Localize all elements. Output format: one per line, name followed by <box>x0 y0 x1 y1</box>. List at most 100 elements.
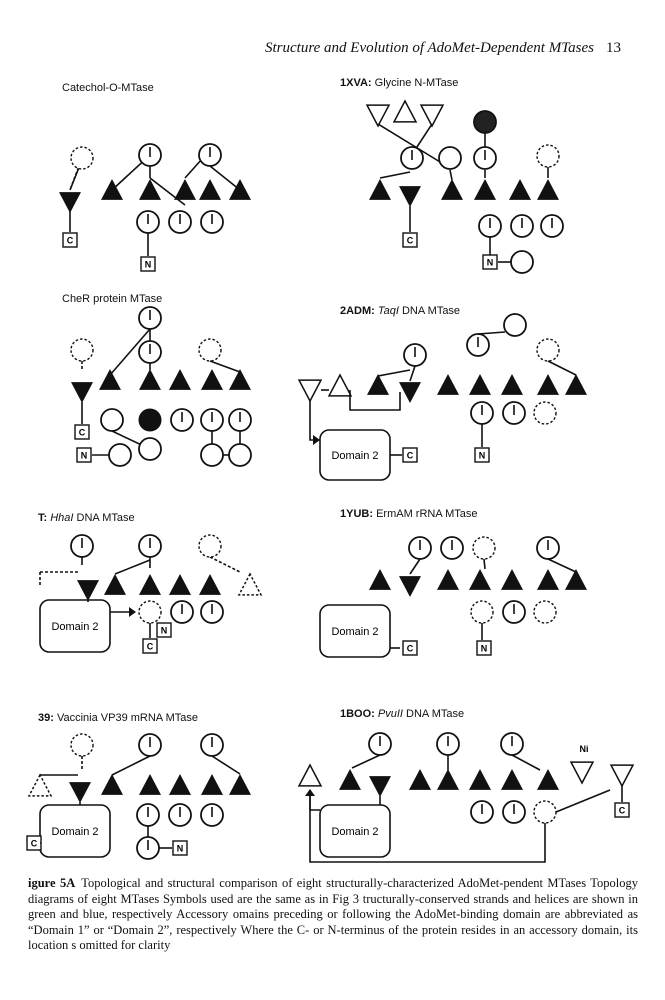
strand-up-triangle <box>169 369 191 390</box>
helix-circle <box>70 733 94 757</box>
terminus-label: C <box>407 451 414 461</box>
helix-circle <box>138 600 162 624</box>
strand-down-triangle <box>59 192 81 213</box>
strand-up-triangle <box>537 179 559 200</box>
strand-up-triangle <box>537 374 559 395</box>
strand-up-triangle <box>537 569 559 590</box>
strand-up-triangle <box>139 574 161 595</box>
panel-title-cher: CheR protein MTase <box>62 293 163 305</box>
connector-line <box>547 558 577 573</box>
strand-up-triangle <box>501 769 523 790</box>
helix-circle <box>503 313 527 337</box>
strand-up-triangle <box>139 179 161 200</box>
accessory-domain-box <box>39 804 111 858</box>
terminus-label: N <box>161 626 168 636</box>
strand-up-triangle <box>229 179 251 200</box>
panel-title-catechol: Catechol-O-MTase <box>62 82 154 94</box>
strand-up-triangle <box>501 569 523 590</box>
connector-line <box>209 556 241 573</box>
strand-up-triangle <box>469 569 491 590</box>
terminus-label: C <box>619 806 626 816</box>
connector-line <box>547 360 577 376</box>
helix-circle <box>472 536 496 560</box>
domain-label: Domain 2 <box>51 826 98 838</box>
helix-circle <box>228 443 252 467</box>
terminus-box <box>62 232 78 248</box>
strand-up-triangle <box>169 574 191 595</box>
strand-up-triangle <box>139 369 161 390</box>
connector-line <box>111 755 151 776</box>
strand-down-triangle <box>365 104 391 128</box>
strand-up-triangle <box>441 179 463 200</box>
helix-circle <box>438 146 462 170</box>
connector-line <box>377 123 446 166</box>
helix-circle <box>536 144 560 168</box>
helix-circle <box>138 408 162 432</box>
accessory-domain-box <box>319 604 391 658</box>
terminus-label: N <box>479 451 486 461</box>
strand-down-triangle <box>369 776 391 797</box>
strand-up-triangle <box>369 179 391 200</box>
connector-line <box>409 365 416 382</box>
helix-circle <box>108 443 132 467</box>
strand-down-triangle <box>399 186 421 207</box>
strand-up-triangle <box>229 369 251 390</box>
helix-circle <box>100 408 124 432</box>
strand-down-triangle <box>399 576 421 597</box>
helix-circle <box>470 600 494 624</box>
connector-line <box>209 165 241 191</box>
terminus-label: C <box>67 236 74 246</box>
terminus-box <box>402 447 418 463</box>
panel-title-1xva: 1XVA: Glycine N-MTase <box>340 77 459 89</box>
strand-up-triangle <box>199 179 221 200</box>
strand-down-triangle <box>569 761 595 785</box>
terminus-box <box>482 254 498 270</box>
ni-label: Ni <box>580 744 589 754</box>
terminus-box <box>614 802 630 818</box>
strand-down-triangle <box>77 580 99 601</box>
accessory-domain-box <box>319 804 391 858</box>
strand-up-triangle <box>327 373 353 397</box>
connector-line <box>211 755 241 775</box>
strand-up-triangle <box>509 179 531 200</box>
terminus-label: C <box>407 644 414 654</box>
helix-circle <box>70 338 94 362</box>
connector-line <box>477 331 506 335</box>
helix-circle <box>533 800 557 824</box>
connector-line <box>209 360 241 373</box>
domain-label: Domain 2 <box>331 826 378 838</box>
terminus-label: N <box>81 451 88 461</box>
strand-up-triangle <box>101 774 123 795</box>
terminus-box <box>402 232 418 248</box>
terminus-box <box>474 447 490 463</box>
connector-line <box>511 754 541 771</box>
helix-circle <box>138 437 162 461</box>
terminus-box <box>172 840 188 856</box>
connector-line <box>377 369 411 377</box>
connector-line <box>109 328 151 376</box>
connector-line <box>409 558 421 575</box>
domain-label: Domain 2 <box>331 626 378 638</box>
terminus-label: C <box>407 236 414 246</box>
strand-down-triangle <box>69 782 91 803</box>
panel-title-2adm: 2ADM: TaqI DNA MTase <box>340 305 461 317</box>
strand-up-triangle <box>392 99 418 123</box>
terminus-box <box>476 640 492 656</box>
connector-line <box>309 790 546 863</box>
strand-up-triangle <box>229 774 251 795</box>
strand-down-triangle <box>419 104 445 128</box>
strand-up-triangle <box>201 369 223 390</box>
strand-up-triangle <box>201 774 223 795</box>
strand-up-triangle <box>437 569 459 590</box>
helix-circle <box>536 338 560 362</box>
connector-line <box>351 754 381 769</box>
strand-up-triangle <box>469 374 491 395</box>
page-number: 13 <box>606 40 621 56</box>
strand-up-triangle <box>297 763 323 787</box>
terminus-label: N <box>145 260 152 270</box>
connector-line <box>114 559 151 575</box>
connector-line <box>149 177 186 206</box>
helix-circle <box>533 401 557 425</box>
terminus-box <box>74 424 90 440</box>
